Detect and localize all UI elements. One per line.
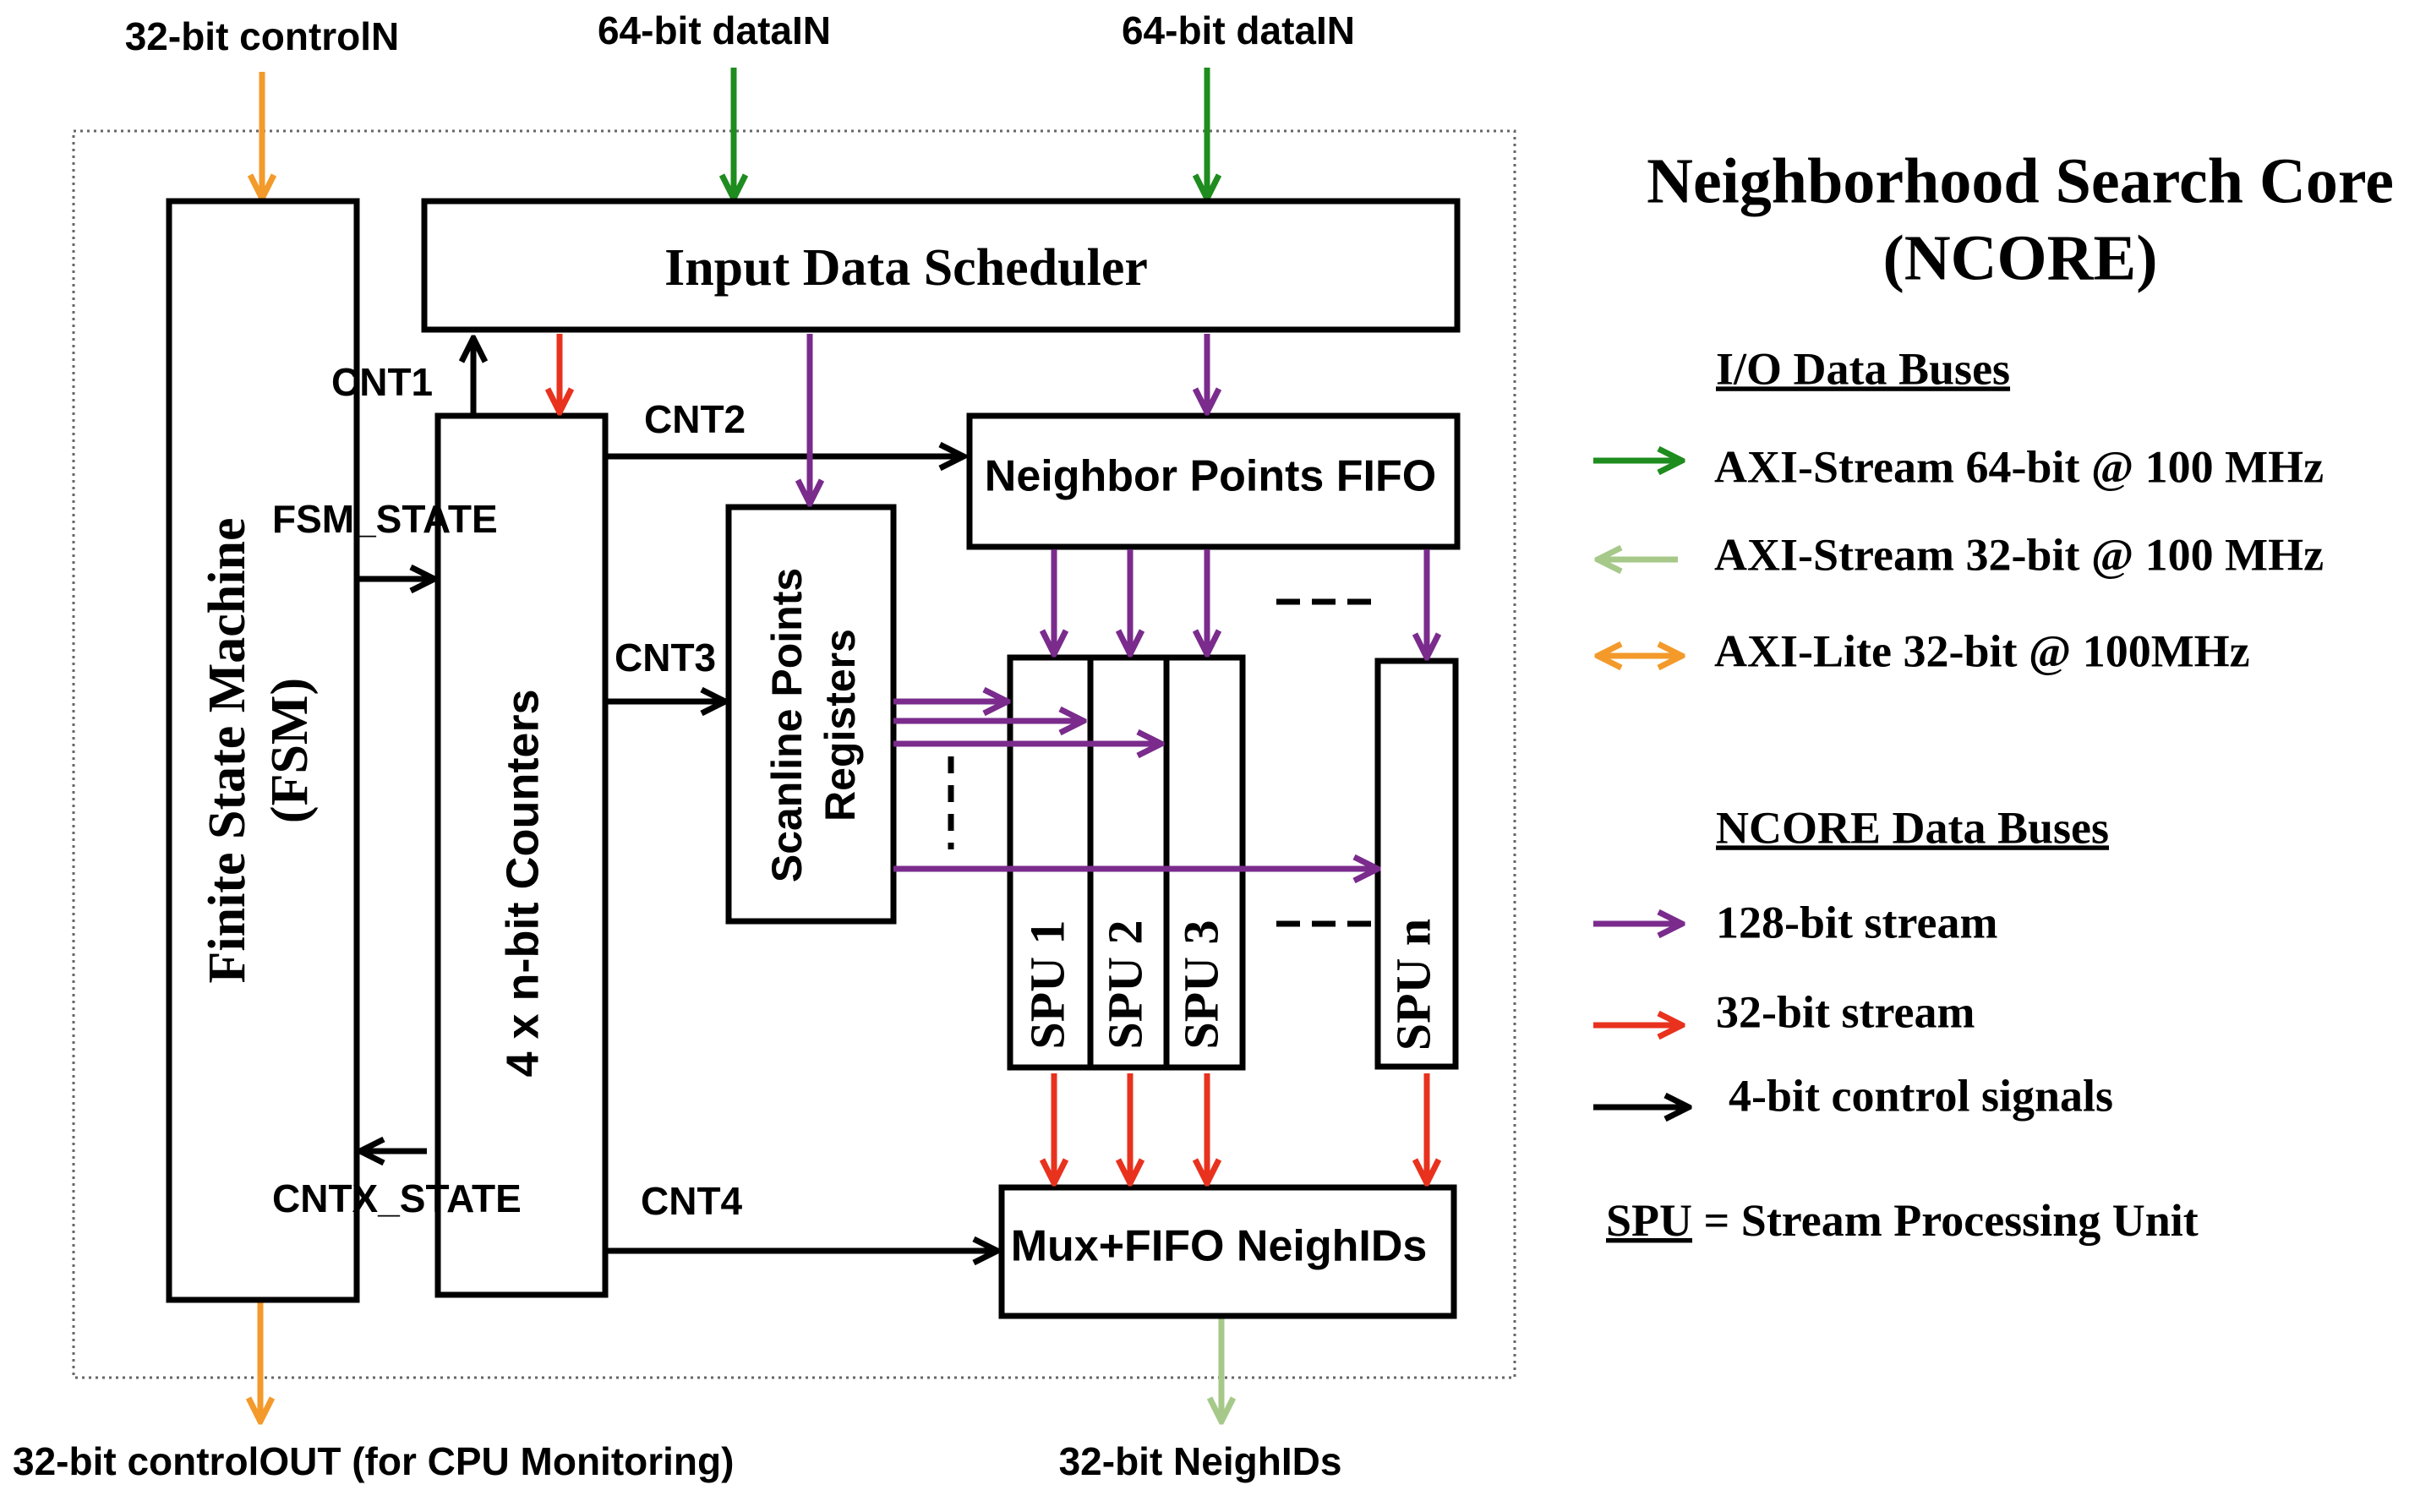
counters-label: 4 x n-bit Counters — [497, 689, 548, 1077]
spu-3-block — [1163, 654, 1246, 1071]
legend-axi-lite-label: AXI-Lite 32-bit @ 100MHz — [1714, 625, 2250, 676]
spu-2-label: SPU 2 — [1097, 920, 1152, 1049]
legend-subtitle: (NCORE) — [1882, 222, 2157, 293]
cnt2-label: CNT2 — [644, 397, 746, 441]
fsm-state-label: FSM_STATE — [272, 497, 498, 541]
neighbor-points-fifo-block — [966, 412, 1461, 550]
scanline-subtitle: Registers — [817, 629, 864, 822]
scanline-title: Scanline Points — [763, 568, 811, 882]
spu-definition: SPU = Stream Processing Unit — [1606, 1195, 2199, 1246]
control-in-label: 32-bit controlN — [125, 14, 400, 58]
legend: Neighborhood Search Core (NCORE) I/O Dat… — [1593, 145, 2394, 1246]
fsm-subtitle: (FSM) — [261, 678, 319, 823]
input-data-scheduler-block — [421, 198, 1461, 333]
legend-32-bit-label: 32-bit stream — [1716, 986, 1975, 1037]
input-data-scheduler-label: Input Data Scheduler — [664, 239, 1148, 297]
neighbor-points-fifo-label: Neighbor Points FIFO — [985, 452, 1436, 501]
ncore-boundary — [72, 129, 1516, 1379]
fsm-block — [166, 198, 360, 1303]
legend-control-label: 4-bit control signals — [1729, 1070, 2113, 1121]
legend-axi-stream-64-label: AXI-Stream 64-bit @ 100 MHz — [1714, 441, 2324, 492]
mux-fifo-block — [998, 1184, 1457, 1319]
spu-abbreviation: SPU — [1606, 1195, 1692, 1246]
data-in-1-label: 64-bit dataIN — [598, 8, 831, 52]
spu-1-label: SPU 1 — [1019, 920, 1074, 1049]
cnt3-label: CNT3 — [615, 636, 716, 680]
legend-title: Neighborhood Search Core — [1647, 145, 2394, 216]
spu-n-block — [1374, 658, 1459, 1070]
ncore-buses-heading: NCORE Data Buses — [1716, 802, 2109, 853]
fsm-block-label: Finite State Machine (FSM) — [199, 517, 319, 983]
fsm-title: Finite State Machine — [199, 517, 256, 983]
data-in-2-label: 64-bit dataIN — [1122, 8, 1355, 52]
io-buses-heading: I/O Data Buses — [1716, 343, 2010, 394]
mux-fifo-label: Mux+FIFO NeighIDs — [1011, 1222, 1428, 1271]
control-out-label: 32-bit controlOUT (for CPU Monitoring) — [13, 1439, 734, 1483]
spu-definition-text: = Stream Processing Unit — [1692, 1195, 2199, 1246]
legend-axi-stream-32-label: AXI-Stream 32-bit @ 100 MHz — [1714, 529, 2324, 580]
scanline-registers-block — [725, 504, 897, 925]
spu-n-label: SPU n — [1385, 919, 1440, 1051]
cntx-state-label: CNTX_STATE — [272, 1176, 522, 1220]
cnt4-label: CNT4 — [641, 1179, 743, 1223]
legend-128-bit-label: 128-bit stream — [1716, 897, 1997, 947]
spu-3-label: SPU 3 — [1173, 920, 1228, 1049]
neigh-ids-out-label: 32-bit NeighIDs — [1059, 1439, 1342, 1483]
scanline-registers-label: Scanline Points Registers — [763, 568, 864, 882]
cnt1-label: CNT1 — [331, 360, 433, 404]
counters-block — [434, 412, 609, 1298]
